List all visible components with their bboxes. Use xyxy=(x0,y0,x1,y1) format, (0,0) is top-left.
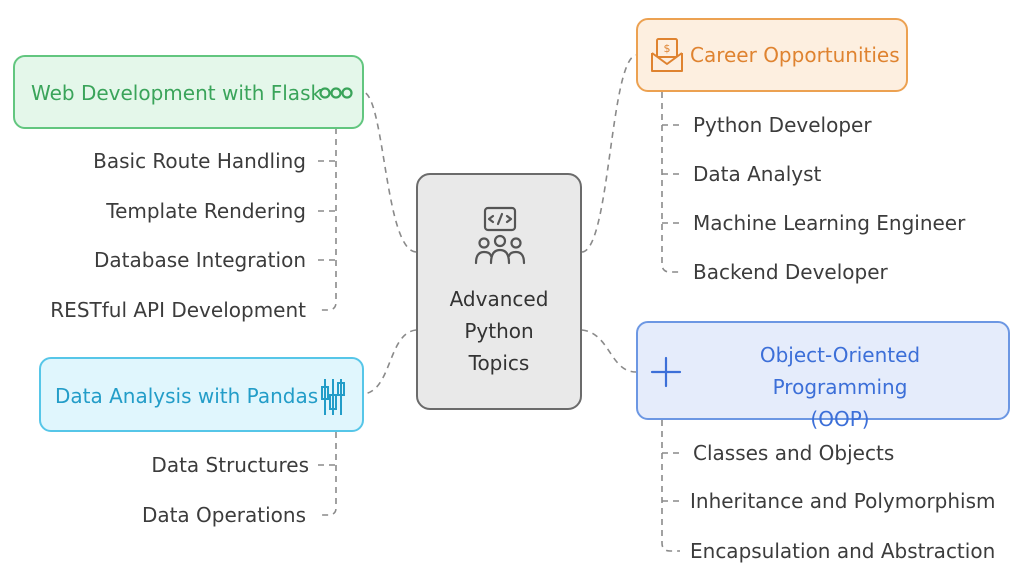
oop-item-encapsulation: Encapsulation and Abstraction xyxy=(690,539,996,563)
connector-web xyxy=(363,91,417,253)
connector-career-items xyxy=(661,92,680,273)
connector-data-items xyxy=(318,432,337,516)
career-item-python-developer: Python Developer xyxy=(693,113,872,137)
career-item-data-analyst: Data Analyst xyxy=(693,162,822,186)
oop-item-classes-objects: Classes and Objects xyxy=(693,441,895,465)
connector-data xyxy=(363,329,417,395)
career-node: $ Career Opportunities xyxy=(636,18,908,92)
connector-oop xyxy=(581,329,637,373)
data-analysis-title: Data Analysis with Pandas xyxy=(55,384,319,408)
career-title: Career Opportunities xyxy=(690,43,900,67)
web-development-title: Web Development with Flask xyxy=(31,81,323,105)
oop-node: Object-Oriented Programming (OOP) xyxy=(636,321,1010,431)
data-analysis-node: Data Analysis with Pandas xyxy=(39,357,364,432)
connector-career xyxy=(581,54,637,253)
bar-chart-icon xyxy=(321,379,345,415)
oop-item-inheritance: Inheritance and Polymorphism xyxy=(690,489,996,513)
oop-title: Object-Oriented Programming (OOP) xyxy=(759,343,921,431)
connector-oop-items xyxy=(661,420,680,552)
web-item-route-handling: Basic Route Handling xyxy=(93,149,306,173)
center-title: Advanced Python Topics xyxy=(449,287,549,375)
web-item-restful-api: RESTful API Development xyxy=(50,298,306,322)
data-item-structures: Data Structures xyxy=(151,453,309,477)
connector-web-items xyxy=(318,128,337,311)
data-item-operations: Data Operations xyxy=(141,503,306,527)
link-chain-icon xyxy=(319,87,353,99)
money-envelope-icon: $ xyxy=(651,38,683,72)
web-item-database-integration: Database Integration xyxy=(94,248,306,272)
career-item-ml-engineer: Machine Learning Engineer xyxy=(693,211,966,235)
web-development-node: Web Development with Flask xyxy=(13,55,364,129)
developer-team-icon xyxy=(474,206,526,265)
web-item-template-rendering: Template Rendering xyxy=(106,199,306,223)
svg-text:$: $ xyxy=(664,42,671,55)
career-item-backend-developer: Backend Developer xyxy=(693,260,888,284)
center-node: Advanced Python Topics xyxy=(416,173,582,410)
plus-icon xyxy=(650,356,682,388)
